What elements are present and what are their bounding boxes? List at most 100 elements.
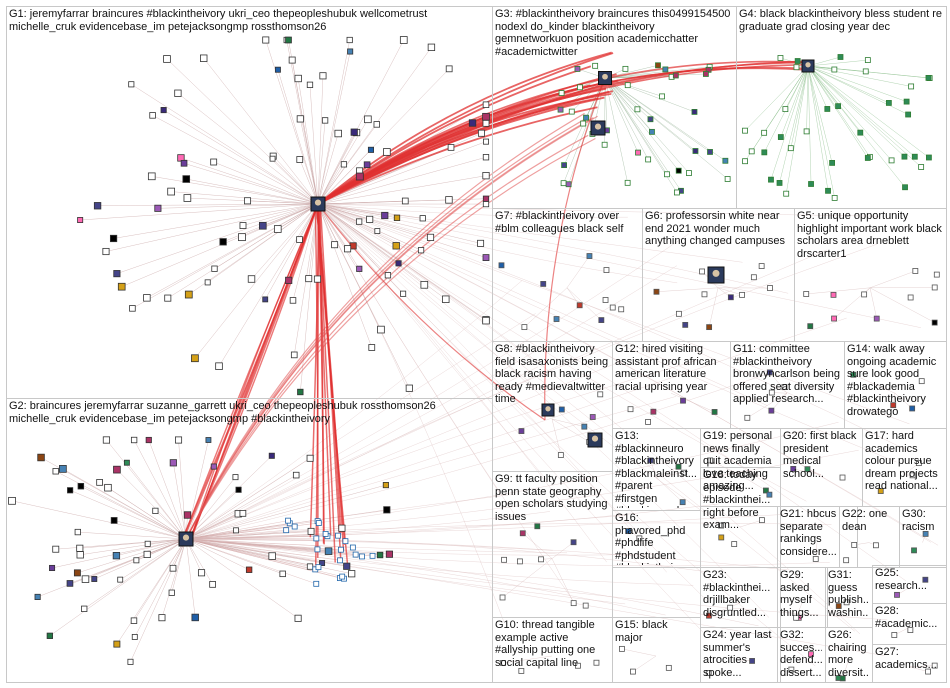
- g3-node: [634, 106, 641, 113]
- small-group-node: [839, 675, 846, 682]
- g1-node: [244, 197, 252, 205]
- edge-g1-spoke: [116, 203, 319, 274]
- g2-node: [292, 471, 300, 479]
- edge-small-group: [632, 655, 657, 672]
- small-group-node: [909, 405, 916, 412]
- panel-border-g31: [825, 567, 873, 628]
- edge-cross: [317, 203, 505, 623]
- edge-g1-spoke: [207, 203, 319, 283]
- g2-node: [183, 511, 192, 519]
- g4-hub-avatar-face: [805, 62, 811, 68]
- g1-node: [262, 296, 269, 303]
- small-group-node: [699, 268, 705, 275]
- edge-cross: [185, 373, 770, 540]
- g1-node: [147, 172, 156, 181]
- small-group-node: [675, 310, 682, 317]
- edge-cross: [185, 538, 568, 554]
- small-group-node: [581, 423, 588, 430]
- group-label-g7: G7: #blackintheivory over #blm colleague…: [495, 210, 624, 235]
- g4-node: [787, 145, 794, 152]
- small-group-node: [744, 414, 751, 421]
- g1-node: [128, 81, 135, 88]
- panel-border-g30: [899, 506, 947, 568]
- group-label-g18: G18: today episode #blackinthei... right…: [703, 469, 774, 531]
- edge-g2-spoke: [185, 455, 272, 540]
- g4-node: [777, 55, 784, 61]
- g2-node: [104, 483, 112, 492]
- edge-g1-spoke: [180, 157, 319, 205]
- small-group-node: [793, 614, 800, 621]
- g3-node: [686, 170, 692, 176]
- g4-node: [926, 154, 932, 161]
- edge-g1-g3: [317, 52, 614, 205]
- edge-g2-spoke: [116, 469, 187, 540]
- g4-node: [776, 180, 783, 186]
- g2-cluster-node: [285, 517, 291, 524]
- edge-g1-spoke: [308, 203, 319, 279]
- edge-cross: [317, 203, 678, 284]
- edge-g1-spoke: [317, 203, 481, 244]
- edge-cross: [185, 538, 707, 573]
- edge-g2-spoke: [70, 490, 187, 540]
- edge-g2-spoke: [171, 538, 187, 593]
- g3-node: [702, 71, 709, 77]
- g1-node: [163, 55, 171, 63]
- edge-cross: [185, 280, 523, 540]
- edge-g4: [807, 65, 907, 102]
- g1-node: [149, 112, 156, 119]
- group-label-g5: G5: unique opportunity highlight importa…: [797, 210, 942, 260]
- g1-node: [401, 197, 409, 205]
- g2-node: [131, 633, 138, 640]
- g2-node: [348, 570, 356, 578]
- g1-node: [419, 215, 426, 222]
- edge-g1-g3: [317, 106, 598, 205]
- edge-g2-spoke: [55, 471, 187, 540]
- edge-g1-spoke: [247, 200, 319, 205]
- edge-g1-g2cluster: [317, 203, 325, 544]
- group-label-g3: G3: #blackintheivory braincures this0499…: [495, 8, 731, 58]
- g1-node: [417, 247, 425, 254]
- g2-node: [34, 593, 41, 600]
- small-group-node: [739, 291, 745, 298]
- edge-g1-spoke: [300, 118, 319, 205]
- g3-node: [722, 157, 729, 164]
- g2-node: [96, 479, 103, 486]
- small-group-node: [718, 534, 725, 541]
- small-group-node: [909, 472, 916, 479]
- small-group-node: [558, 406, 565, 413]
- edge-g4: [807, 59, 868, 67]
- small-group-node: [790, 465, 797, 472]
- edge-g1-spoke: [151, 176, 319, 205]
- g2-cluster-node: [349, 544, 356, 551]
- edge-g2-spoke: [148, 439, 187, 540]
- g1-node: [445, 65, 453, 73]
- g2-node: [46, 632, 53, 639]
- edge-g1-spoke: [317, 133, 339, 205]
- g1-node: [211, 265, 218, 272]
- small-group-node: [807, 323, 814, 330]
- edge-g1-g2cluster: [314, 203, 319, 558]
- g3-node: [724, 176, 731, 182]
- small-group-node: [933, 271, 940, 278]
- edge-g1-spoke: [317, 175, 487, 205]
- g4-node: [808, 181, 814, 187]
- g3-node: [659, 93, 665, 100]
- panel-border-g2: [6, 398, 493, 683]
- g2-node: [169, 564, 177, 572]
- small-group-node: [586, 253, 593, 259]
- g1-node: [392, 242, 400, 250]
- edge-g1-spoke: [317, 75, 324, 205]
- small-group-node: [731, 541, 738, 547]
- g2-node: [376, 551, 384, 559]
- g2-cluster-node: [313, 535, 320, 542]
- edge-g2-spoke: [116, 538, 187, 556]
- g1-node: [447, 144, 455, 151]
- edge-cross: [185, 493, 515, 540]
- edge-g1-g2cluster: [316, 203, 346, 545]
- small-group-node: [681, 469, 688, 476]
- edge-layer-light: [11, 39, 939, 679]
- edge-g1-spoke: [317, 120, 326, 205]
- small-group-node: [534, 523, 541, 530]
- edge-cross: [317, 203, 667, 573]
- g2-node: [81, 605, 88, 612]
